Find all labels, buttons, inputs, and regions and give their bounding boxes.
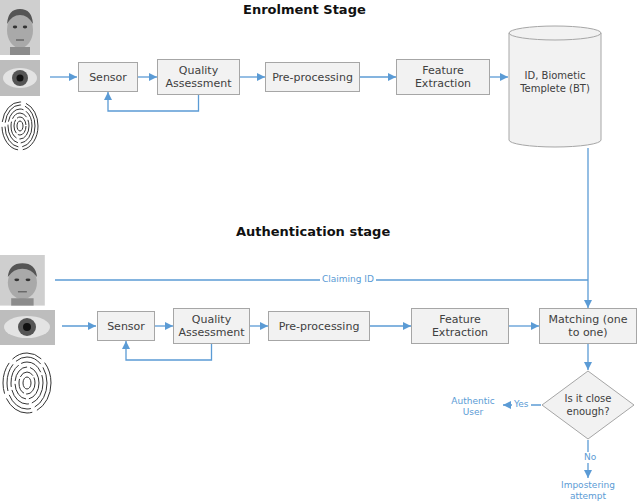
fingerprint-ridge: [11, 362, 43, 404]
flow-arrow: [240, 76, 265, 77]
eye-background: [0, 310, 55, 345]
flow-arrow: [509, 325, 539, 326]
flow-arrow: [155, 325, 173, 326]
eye-image: [0, 310, 55, 345]
fingerprint-ridge: [8, 109, 32, 143]
flow-arrow: [587, 148, 588, 308]
fingerprint-ridge: [11, 113, 29, 139]
face-shape: [7, 12, 33, 48]
fingerprint-image: [3, 353, 51, 413]
eye-background: [0, 60, 40, 96]
fingerprint-ridge: [23, 377, 31, 389]
fingerprint-ridge: [3, 353, 51, 413]
flow-arrow: [250, 325, 268, 326]
eye-pupil: [17, 75, 24, 82]
process-box: Feature Extraction: [411, 308, 509, 344]
fingerprint-ridge: [5, 105, 35, 147]
eye-iris: [12, 70, 28, 86]
diamond-outline: [541, 370, 635, 440]
process-box: Sensor: [78, 62, 138, 92]
input-arrow: [50, 76, 77, 77]
face-image: [0, 255, 45, 306]
node-text: ID, Biometic Templete (BT): [513, 69, 597, 95]
outcome-label: Impostering attempt: [553, 480, 623, 502]
fingerprint-ridge: [15, 367, 39, 399]
eye-white: [4, 316, 50, 338]
cylinder-rim: [509, 33, 601, 40]
eye-image: [0, 60, 40, 96]
face-eye: [26, 279, 31, 282]
face-background: [0, 0, 40, 55]
flow-arrow: [490, 76, 508, 77]
eye-pupil: [23, 323, 31, 331]
process-box: Pre-processing: [268, 311, 370, 341]
node-text: Sensor: [107, 320, 145, 333]
decision-diamond: Is it close enough?: [541, 370, 635, 440]
branch-label: No: [582, 452, 598, 463]
flow-arrow: [360, 76, 396, 77]
face-background: [0, 255, 45, 306]
process-box: Feature Extraction: [396, 59, 490, 95]
face-eye: [23, 26, 27, 29]
face-eye: [13, 26, 17, 29]
face-shape: [8, 266, 37, 299]
node-text: Quality Assessment: [160, 64, 237, 90]
flow-arrow: [108, 92, 199, 111]
process-box: Sensor: [97, 311, 155, 341]
process-box: Pre-processing: [265, 62, 360, 92]
branch-label: Yes: [512, 399, 531, 410]
diamond-shape: [542, 371, 634, 439]
eye-white: [3, 68, 37, 88]
face-mouth: [16, 39, 24, 40]
fingerprint-ridge: [2, 102, 38, 150]
eye-iris: [18, 318, 36, 336]
node-text: Quality Assessment: [176, 313, 247, 339]
database-cylinder: ID, Biometic Templete (BT): [508, 25, 602, 148]
stage-title: Enrolment Stage: [243, 2, 366, 17]
face-image: [0, 0, 40, 55]
face-neck: [11, 298, 33, 305]
fingerprint-ridge: [17, 121, 23, 131]
flow-arrow: [370, 325, 411, 326]
fingerprint-ridge: [7, 357, 47, 409]
node-text: Pre-processing: [272, 71, 353, 84]
face-neck: [10, 47, 30, 55]
outcome-label: Authentic User: [446, 396, 500, 418]
input-arrow: [62, 325, 96, 326]
node-text: Matching (one to one): [542, 313, 634, 339]
process-box: Quality Assessment: [157, 59, 240, 95]
flow-arrow: [587, 344, 588, 370]
flow-arrow: [138, 76, 157, 77]
node-text: Feature Extraction: [414, 313, 506, 339]
node-text: Sensor: [89, 71, 127, 84]
line-label: Claiming ID: [320, 274, 376, 285]
node-text: Feature Extraction: [399, 64, 487, 90]
fingerprint-ridge: [19, 372, 35, 394]
fingerprint-ridge: [14, 117, 26, 135]
face-eye: [14, 279, 19, 282]
stage-title: Authentication stage: [236, 224, 390, 239]
fingerprint-image: [2, 102, 38, 150]
flow-arrow: [126, 341, 212, 360]
cylinder-body: [509, 26, 601, 147]
face-mouth: [18, 291, 27, 292]
process-box: Quality Assessment: [173, 308, 250, 344]
node-text: Pre-processing: [279, 320, 360, 333]
process-box: Matching (one to one): [539, 308, 637, 344]
face-hair: [8, 263, 37, 277]
node-text: Is it close enough?: [559, 392, 617, 418]
face-hair: [7, 9, 33, 24]
